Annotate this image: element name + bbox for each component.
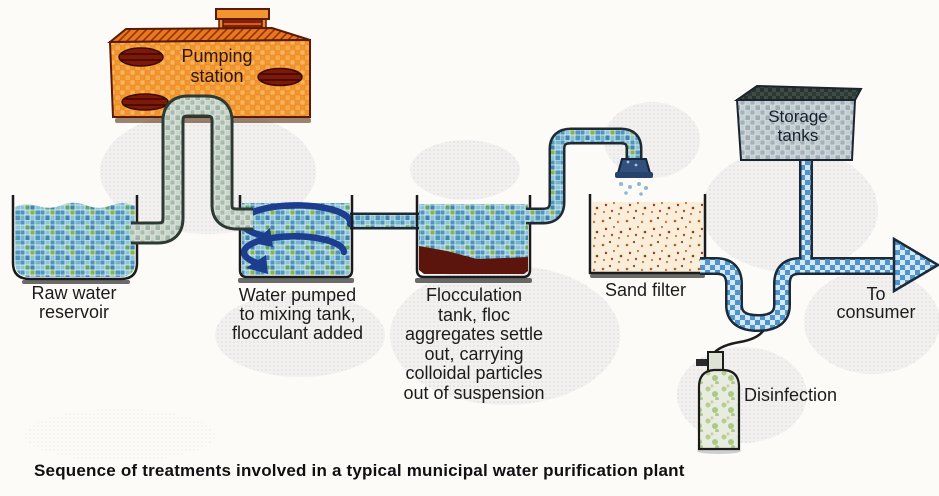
disinfection-feed-tube <box>714 330 764 353</box>
raw-water-reservoir-tank <box>11 195 139 284</box>
label-disinfection: Disinfection <box>744 385 838 405</box>
label-flocculation-tank: Flocculation tank, floc aggregates settl… <box>403 285 545 403</box>
floc-sludge <box>419 246 528 274</box>
label-storage-tanks: Storage tanks <box>768 107 828 145</box>
mixing-tank <box>238 195 354 283</box>
label-raw-water-reservoir: Raw water reservoir <box>31 283 117 322</box>
label-pumping-station: Pumping station <box>181 46 253 86</box>
pipe-sand-filter-to-consumer <box>700 156 939 333</box>
pumping-station-building <box>107 8 311 123</box>
figure-caption: Sequence of treatments involved in a typ… <box>34 461 685 480</box>
sand-filter-tank <box>588 194 707 278</box>
background-halftone-shading <box>25 102 939 461</box>
label-sand-filter: Sand filter <box>604 280 687 300</box>
shower-head-icon <box>615 158 653 196</box>
disinfection-cylinder <box>696 330 764 454</box>
label-to-consumer: To consumer <box>836 284 916 322</box>
storage-tanks-box <box>733 84 863 161</box>
spray-droplets <box>619 182 648 196</box>
flocculation-tank <box>415 195 532 283</box>
pipe-flocculation-to-sand-filter <box>526 127 653 225</box>
label-mixing-tank: Water pumped to mixing tank, flocculant … <box>231 285 364 343</box>
building-vents <box>118 47 303 111</box>
flow-arrow <box>892 236 939 294</box>
pipe-reservoir-pump-mixing <box>131 94 253 245</box>
